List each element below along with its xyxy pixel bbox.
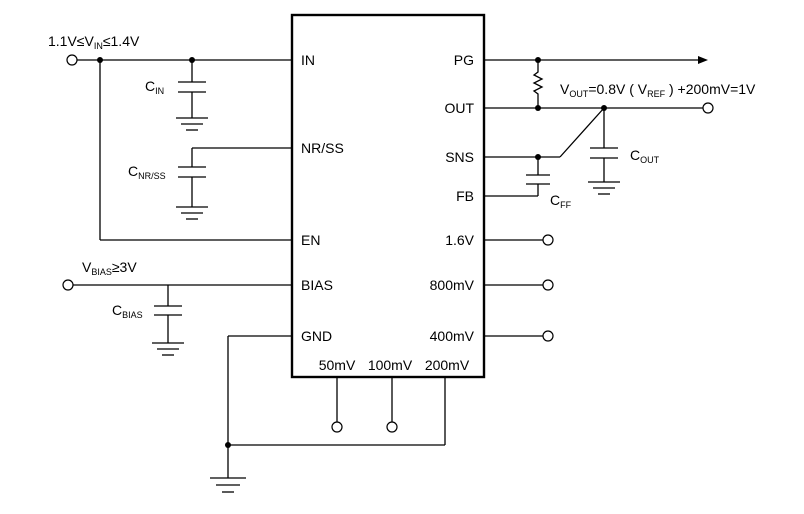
pin-pg-label: PG (454, 52, 474, 68)
pin-in-label: IN (301, 52, 315, 68)
vout-terminal (702, 102, 714, 114)
pin-50mv-label: 50mV (319, 357, 356, 373)
pin-en-label: EN (301, 232, 320, 248)
pin-1-6v-label: 1.6V (445, 232, 474, 248)
ground-network (210, 335, 446, 493)
pin-100mv-label: 100mV (368, 357, 413, 373)
cff-capacitor (526, 157, 550, 196)
pin-sns-label: SNS (445, 149, 474, 165)
output-network (484, 56, 714, 342)
ground-symbol (588, 181, 620, 195)
pin-gnd-label: GND (301, 328, 332, 344)
bias-network (62, 279, 292, 356)
pin-fb-label: FB (456, 188, 474, 204)
pin-50mv-terminal (331, 421, 343, 433)
ldo-ic-body (290, 13, 486, 379)
cout-label: COUT (630, 147, 660, 165)
input-network (66, 54, 292, 241)
cin-capacitor (178, 60, 206, 118)
pin-100mv-terminal (386, 421, 398, 433)
cout-capacitor (590, 108, 618, 182)
vin-range-label: 1.1V≤VIN≤1.4V (48, 33, 140, 51)
vout-label: VOUT=0.8V ( VREF ) +200mV=1V (560, 81, 756, 99)
cnrss-label: CNR/SS (128, 163, 166, 181)
pin-400mv-terminal (542, 330, 554, 342)
pin-800mv-terminal (542, 279, 554, 291)
vbias-terminal (62, 279, 74, 291)
pin-800mv-label: 800mV (430, 277, 475, 293)
cbias-capacitor (154, 285, 182, 343)
pin-bias-label: BIAS (301, 277, 333, 293)
vbias-label: VBIAS≥3V (82, 259, 137, 277)
vin-terminal (66, 54, 78, 66)
ground-symbol (176, 206, 208, 220)
cff-label: CFF (550, 192, 572, 210)
pin-nrss-label: NR/SS (301, 140, 344, 156)
pullup-resistor (532, 60, 544, 108)
ground-symbol (152, 342, 184, 356)
ground-symbol (176, 117, 208, 131)
cin-label: CIN (145, 78, 164, 96)
cbias-label: CBIAS (112, 302, 143, 320)
ground-symbol (210, 477, 246, 493)
pin-1-6v-terminal (542, 234, 554, 246)
pin-400mv-label: 400mV (430, 328, 475, 344)
pin-200mv-label: 200mV (425, 357, 470, 373)
pg-arrow-icon (698, 56, 708, 64)
cnrss-capacitor (178, 148, 206, 207)
pin-out-label: OUT (444, 100, 474, 116)
